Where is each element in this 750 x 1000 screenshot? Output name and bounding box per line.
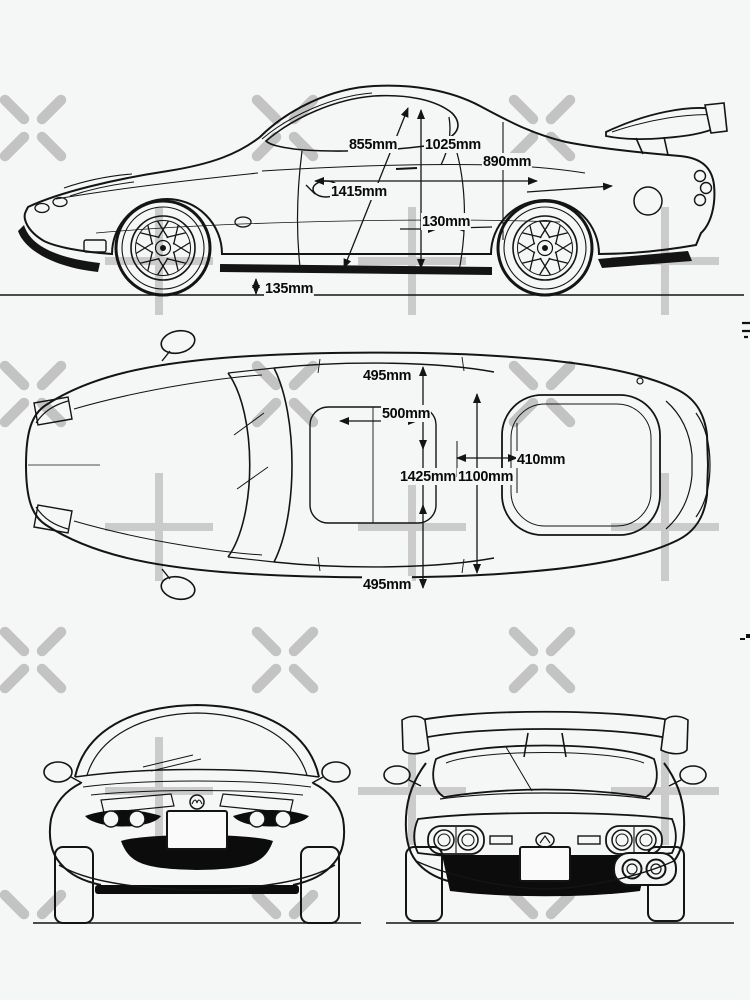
driving-lamp (274, 810, 292, 828)
edge-clipped-glyph (742, 321, 750, 339)
wipers (233, 412, 269, 490)
deck-line (439, 792, 651, 800)
watermark-x-icon (251, 889, 319, 920)
mirror-right (160, 575, 196, 601)
rear-glass (432, 744, 658, 798)
windshield-base (227, 372, 251, 558)
tail-light-cluster-left (427, 825, 485, 855)
rear-valance (598, 251, 692, 268)
driving-lamp (248, 810, 266, 828)
cowl-line (74, 768, 320, 778)
antenna-base (636, 377, 644, 385)
dim-135mm: 135mm (264, 280, 315, 297)
wing-endplate-right (660, 715, 689, 755)
front-intake (121, 835, 273, 870)
driving-lamp (128, 810, 146, 828)
watermark-plus-icon (358, 473, 466, 581)
license-plate (166, 810, 228, 850)
reflector-right (577, 835, 601, 845)
dim-1425mm: 1425mm (399, 468, 457, 485)
exhaust (613, 852, 677, 886)
watermark-x-icon (508, 94, 576, 162)
windshield-outer (74, 703, 320, 778)
dim-500mm: 500mm (381, 405, 432, 422)
fog-light (83, 239, 107, 253)
tail-light (693, 169, 707, 183)
watermark-x-icon (251, 360, 319, 428)
mirror-left (43, 761, 73, 783)
watermark-x-icon (0, 889, 67, 920)
dim-495mm-bottom: 495mm (362, 576, 413, 593)
mirror-right (321, 761, 351, 783)
driving-lamp (102, 810, 120, 828)
watermark-x-icon (0, 360, 67, 428)
popup-headlight-left (100, 793, 175, 814)
roof-edges (273, 362, 495, 568)
dim-495mm-top: 495mm (362, 367, 413, 384)
wing-endplate-left (401, 715, 430, 755)
front-marker-light (52, 196, 68, 208)
mirror-right (679, 765, 707, 785)
watermark-x-icon (251, 94, 319, 162)
headlight-cover (33, 396, 73, 426)
watermark-plus-icon (611, 473, 719, 581)
fender-marker (234, 216, 252, 228)
door-seam-front (296, 150, 303, 268)
watermark-x-icon (508, 360, 576, 428)
antenna (505, 746, 533, 792)
tail-light-cluster-right (605, 825, 663, 855)
watermark-x-icon (0, 626, 67, 694)
watermark-plus-icon (105, 473, 213, 581)
rear-wing (605, 102, 728, 156)
dim-890mm: 890mm (482, 153, 533, 170)
watermark-plus-icon (611, 737, 719, 845)
dim-855mm: 855mm (348, 136, 399, 153)
front-view-drawing (33, 703, 361, 924)
windshield-top (273, 367, 293, 563)
watermark-plus-icon (105, 207, 213, 315)
watermark-x-icon (508, 626, 576, 694)
tail-light (699, 181, 713, 195)
rocker-panel (219, 264, 493, 275)
wipers (142, 754, 202, 772)
edge-clipped-glyph (740, 634, 750, 640)
license-plate (519, 846, 571, 882)
popup-headlight-right (219, 793, 294, 814)
wing-struts (523, 732, 567, 758)
top-body-outline (24, 351, 710, 579)
reflector-left (489, 835, 513, 845)
mirror-left (383, 765, 411, 785)
watermark-x-icon (251, 626, 319, 694)
watermark-x-icon (508, 889, 576, 920)
side-body-outline (23, 84, 716, 256)
mazda-emblem (189, 794, 205, 810)
tail-panel (413, 812, 677, 860)
rear-glass (501, 394, 661, 536)
front-airdam (18, 225, 100, 272)
side-glass (264, 94, 459, 152)
headlight-cover (33, 504, 73, 534)
windshield-inner (86, 712, 308, 776)
dim-130mm: 130mm (421, 213, 472, 230)
dim-1415mm: 1415mm (330, 183, 388, 200)
front-marker-light (34, 202, 50, 214)
popup-headlight-seam (63, 173, 135, 197)
dim-1100mm: 1100mm (457, 468, 515, 485)
mirror-left (160, 329, 196, 355)
rear-wing-top (695, 412, 711, 518)
rear-view-drawing (383, 710, 734, 924)
side-view-drawing (0, 84, 744, 305)
dim-1025mm: 1025mm (424, 136, 482, 153)
top-view-drawing (24, 329, 711, 601)
dim-410mm: 410mm (516, 451, 567, 468)
rear-tire-left (405, 846, 443, 922)
tail-light (693, 193, 707, 207)
fuel-door (633, 186, 663, 216)
watermark-x-icon (0, 94, 67, 162)
